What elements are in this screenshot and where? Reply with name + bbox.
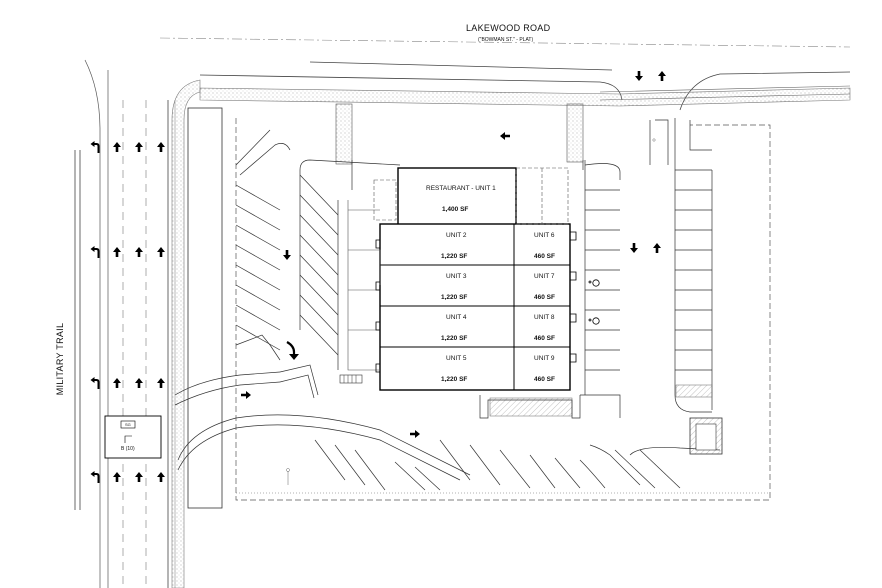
driveway-north-west (335, 103, 353, 165)
landscape-buffer-west (187, 107, 223, 509)
unit-5-area: 1,220 SF (441, 376, 468, 383)
accessible-parking-icon (588, 279, 600, 325)
parking-stalls-south (314, 439, 721, 491)
sidewalk-west (171, 79, 201, 588)
curved-arrow-icon (286, 341, 299, 360)
unit-6-area: 460 SF (534, 253, 555, 260)
unit-4-name: UNIT 4 (446, 314, 467, 321)
parking-stalls-west (235, 129, 339, 370)
arrow-left-turn-icon (89, 140, 100, 484)
unit-4-area: 1,220 SF (441, 335, 468, 342)
unit-2-name: UNIT 2 (446, 232, 467, 239)
arrow-left-icon (500, 132, 510, 140)
arrow-right-icon (241, 391, 420, 438)
parking-stalls-east (584, 118, 713, 413)
sign-code: SG (125, 422, 131, 427)
military-trail-label: MILITARY TRAIL (55, 322, 65, 396)
unit-2-area: 1,220 SF (441, 253, 468, 260)
sidewalk-north (199, 87, 851, 107)
property-line (235, 118, 771, 501)
bike-rack (339, 374, 363, 384)
unit-3-area: 1,220 SF (441, 294, 468, 301)
unit-1-name: RESTAURANT - UNIT 1 (426, 185, 496, 192)
lakewood-road-plat-note: ("BOWMAN ST." - PLAT) (478, 37, 534, 43)
unit-7-area: 460 SF (534, 294, 555, 301)
unit-1-area: 1,400 SF (442, 206, 469, 213)
loading-pad (675, 384, 713, 398)
lakewood-road-label: LAKEWOOD ROAD (466, 23, 551, 33)
building (379, 167, 571, 391)
military-trail (74, 59, 176, 588)
unit-9-name: UNIT 9 (534, 355, 555, 362)
unit-7-name: UNIT 7 (534, 273, 555, 280)
unit-3-name: UNIT 3 (446, 273, 467, 280)
unit-5-name: UNIT 5 (446, 355, 467, 362)
driveway-north-east (566, 103, 584, 163)
unit-6-name: UNIT 6 (534, 232, 555, 239)
unit-8-name: UNIT 8 (534, 314, 555, 321)
unit-9-area: 460 SF (534, 376, 555, 383)
sign-spec: B (10) (121, 446, 135, 452)
unit-8-area: 460 SF (534, 335, 555, 342)
